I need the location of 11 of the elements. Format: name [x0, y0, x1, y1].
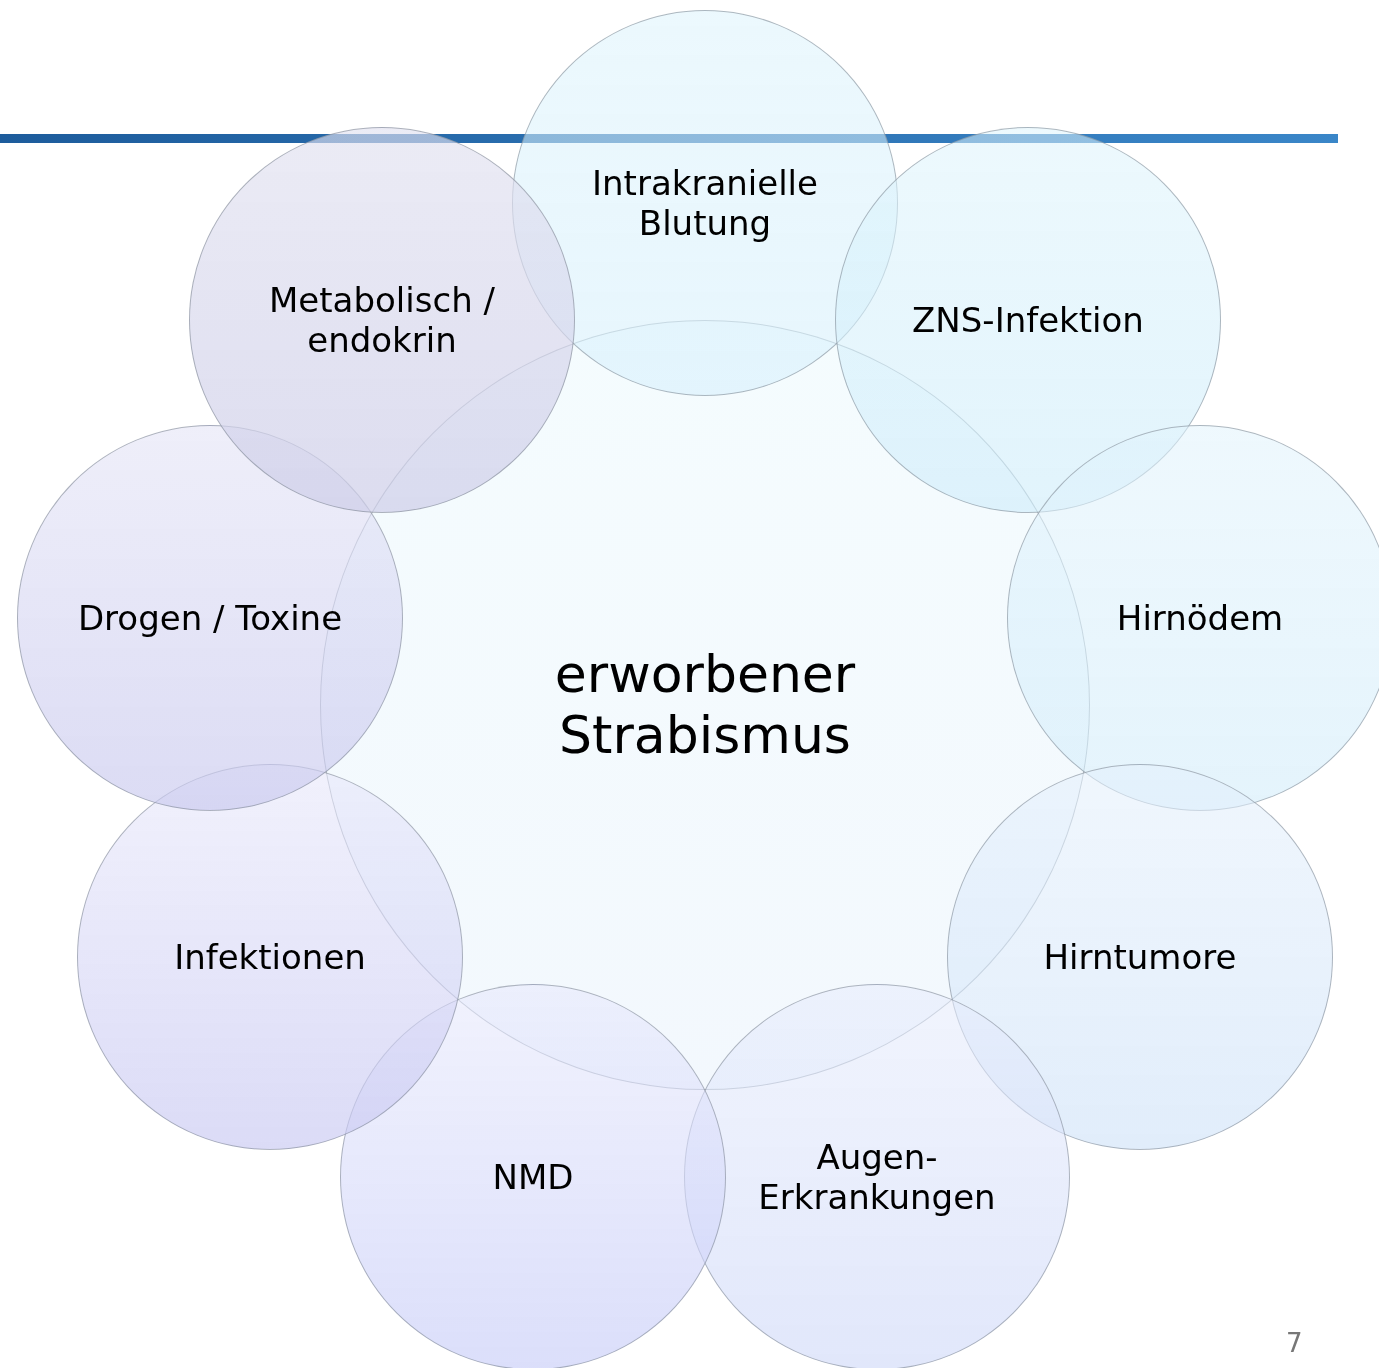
node-label: Hirntumore — [1043, 936, 1237, 978]
node-label: ZNS-Infektion — [912, 299, 1144, 341]
node-label: erworbener Strabismus — [553, 643, 857, 767]
node-label: Infektionen — [174, 936, 366, 978]
node-label: Intrakranielle Blutung — [591, 162, 819, 244]
node-label: NMD — [492, 1156, 574, 1198]
node-label: Augen-Erkrankungen — [757, 1136, 997, 1218]
node-label: Hirnödem — [1116, 597, 1284, 639]
node-label: Drogen / Toxine — [77, 597, 343, 639]
page-number: 7 — [1286, 1328, 1303, 1358]
node-label: Metabolisch / endokrin — [268, 279, 496, 361]
